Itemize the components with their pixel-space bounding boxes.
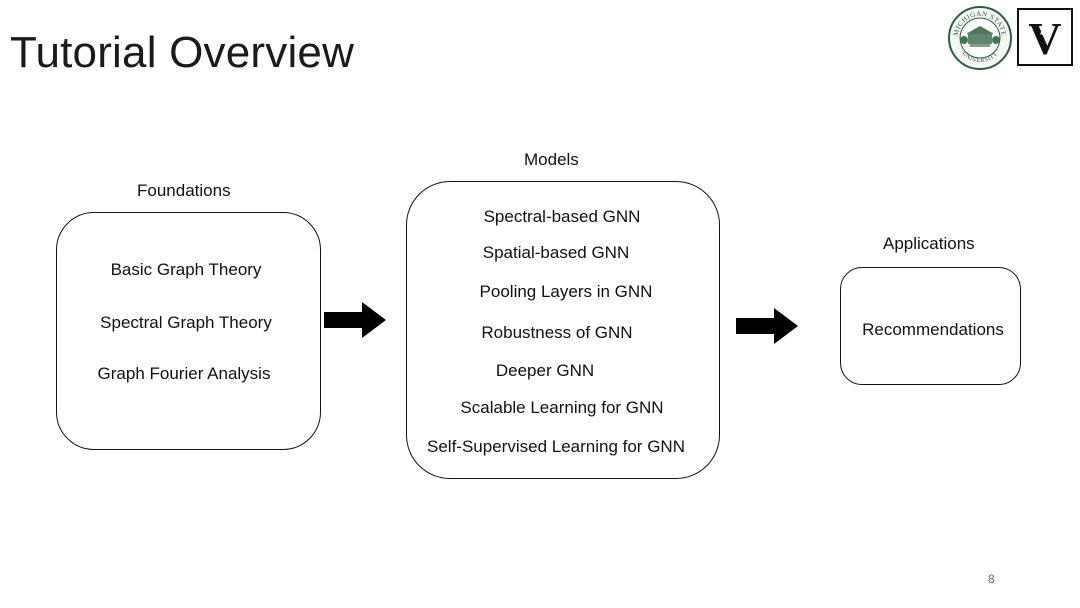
- models-item: Pooling Layers in GNN: [479, 282, 653, 301]
- foundations-item: Spectral Graph Theory: [100, 313, 272, 332]
- foundations-item: Basic Graph Theory: [110, 260, 262, 279]
- models-item: Self-Supervised Learning for GNN: [427, 437, 685, 456]
- slide-title: Tutorial Overview: [10, 28, 355, 77]
- svg-text:V: V: [1028, 13, 1061, 64]
- v-letter-icon: V: [1028, 13, 1061, 64]
- applications-item: Recommendations: [862, 320, 1004, 339]
- models-item: Deeper GNN: [495, 361, 595, 380]
- models-item: Scalable Learning for GNN: [460, 398, 664, 417]
- page-number: 8: [988, 572, 995, 586]
- foundations-item: Graph Fourier Analysis: [97, 364, 271, 383]
- models-box: [406, 181, 720, 479]
- models-label: Models: [524, 150, 579, 169]
- foundations-box: [56, 212, 321, 450]
- applications-label: Applications: [883, 234, 975, 253]
- models-item: Robustness of GNN: [481, 323, 633, 342]
- models-item: Spectral-based GNN: [483, 207, 641, 226]
- right-arrow-icon: [324, 302, 386, 338]
- foundations-label: Foundations: [137, 181, 231, 200]
- applications-box: [840, 267, 1021, 385]
- models-item: Spatial-based GNN: [482, 243, 630, 262]
- vanderbilt-v-logo: V: [1017, 8, 1073, 66]
- right-arrow-icon: [736, 308, 798, 344]
- michigan-state-seal-logo: MICHIGAN STATE UNIVERSITY: [948, 6, 1012, 70]
